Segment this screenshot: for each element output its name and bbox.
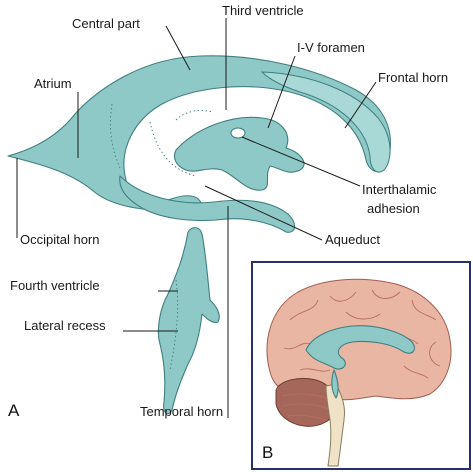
label-temporal-horn: Temporal horn xyxy=(140,404,223,419)
interthalamic-adhesion-hole xyxy=(230,127,246,139)
third-ventricle-shape xyxy=(173,116,305,191)
brainstem-shape xyxy=(325,383,345,467)
inset-ventricles-shape xyxy=(305,325,415,370)
panel-letter-a: A xyxy=(8,401,20,420)
fourth-ventricle-shape xyxy=(157,227,220,415)
contour-dots-3 xyxy=(169,279,179,371)
label-third-ventricle: Third ventricle xyxy=(222,3,304,18)
label-interthalamic-line1: Interthalamic xyxy=(362,182,437,197)
leader-interthalamic xyxy=(241,136,361,187)
contour-dots-2 xyxy=(149,121,197,177)
ventricle-cast xyxy=(7,55,391,415)
gyri-lines xyxy=(283,289,441,379)
label-interthalamic-line2: adhesion xyxy=(367,201,420,216)
leader-iv-foramen xyxy=(267,55,296,129)
label-frontal-horn: Frontal horn xyxy=(378,70,448,85)
label-occipital-horn: Occipital horn xyxy=(20,232,99,247)
label-lateral-recess: Lateral recess xyxy=(24,318,106,333)
leader-frontal-horn xyxy=(344,81,377,129)
leader-aqueduct xyxy=(204,185,323,241)
label-central-part: Central part xyxy=(72,16,140,31)
text-labels: Central part Third ventricle I-V foramen… xyxy=(8,3,448,420)
panel-letter-b: B xyxy=(262,443,273,462)
temporal-horn-shape xyxy=(119,175,296,233)
inset-fourth-ventricle xyxy=(331,369,339,399)
frontal-horn-shape xyxy=(260,71,391,173)
label-iv-foramen: I-V foramen xyxy=(297,40,365,55)
label-atrium: Atrium xyxy=(34,76,72,91)
leader-lines xyxy=(16,18,377,418)
label-fourth-ventricle: Fourth ventricle xyxy=(10,278,100,293)
leader-central-part xyxy=(165,25,191,71)
contour-dots-4 xyxy=(175,109,213,121)
label-aqueduct: Aqueduct xyxy=(325,232,380,247)
inset-panel: B xyxy=(251,261,471,470)
